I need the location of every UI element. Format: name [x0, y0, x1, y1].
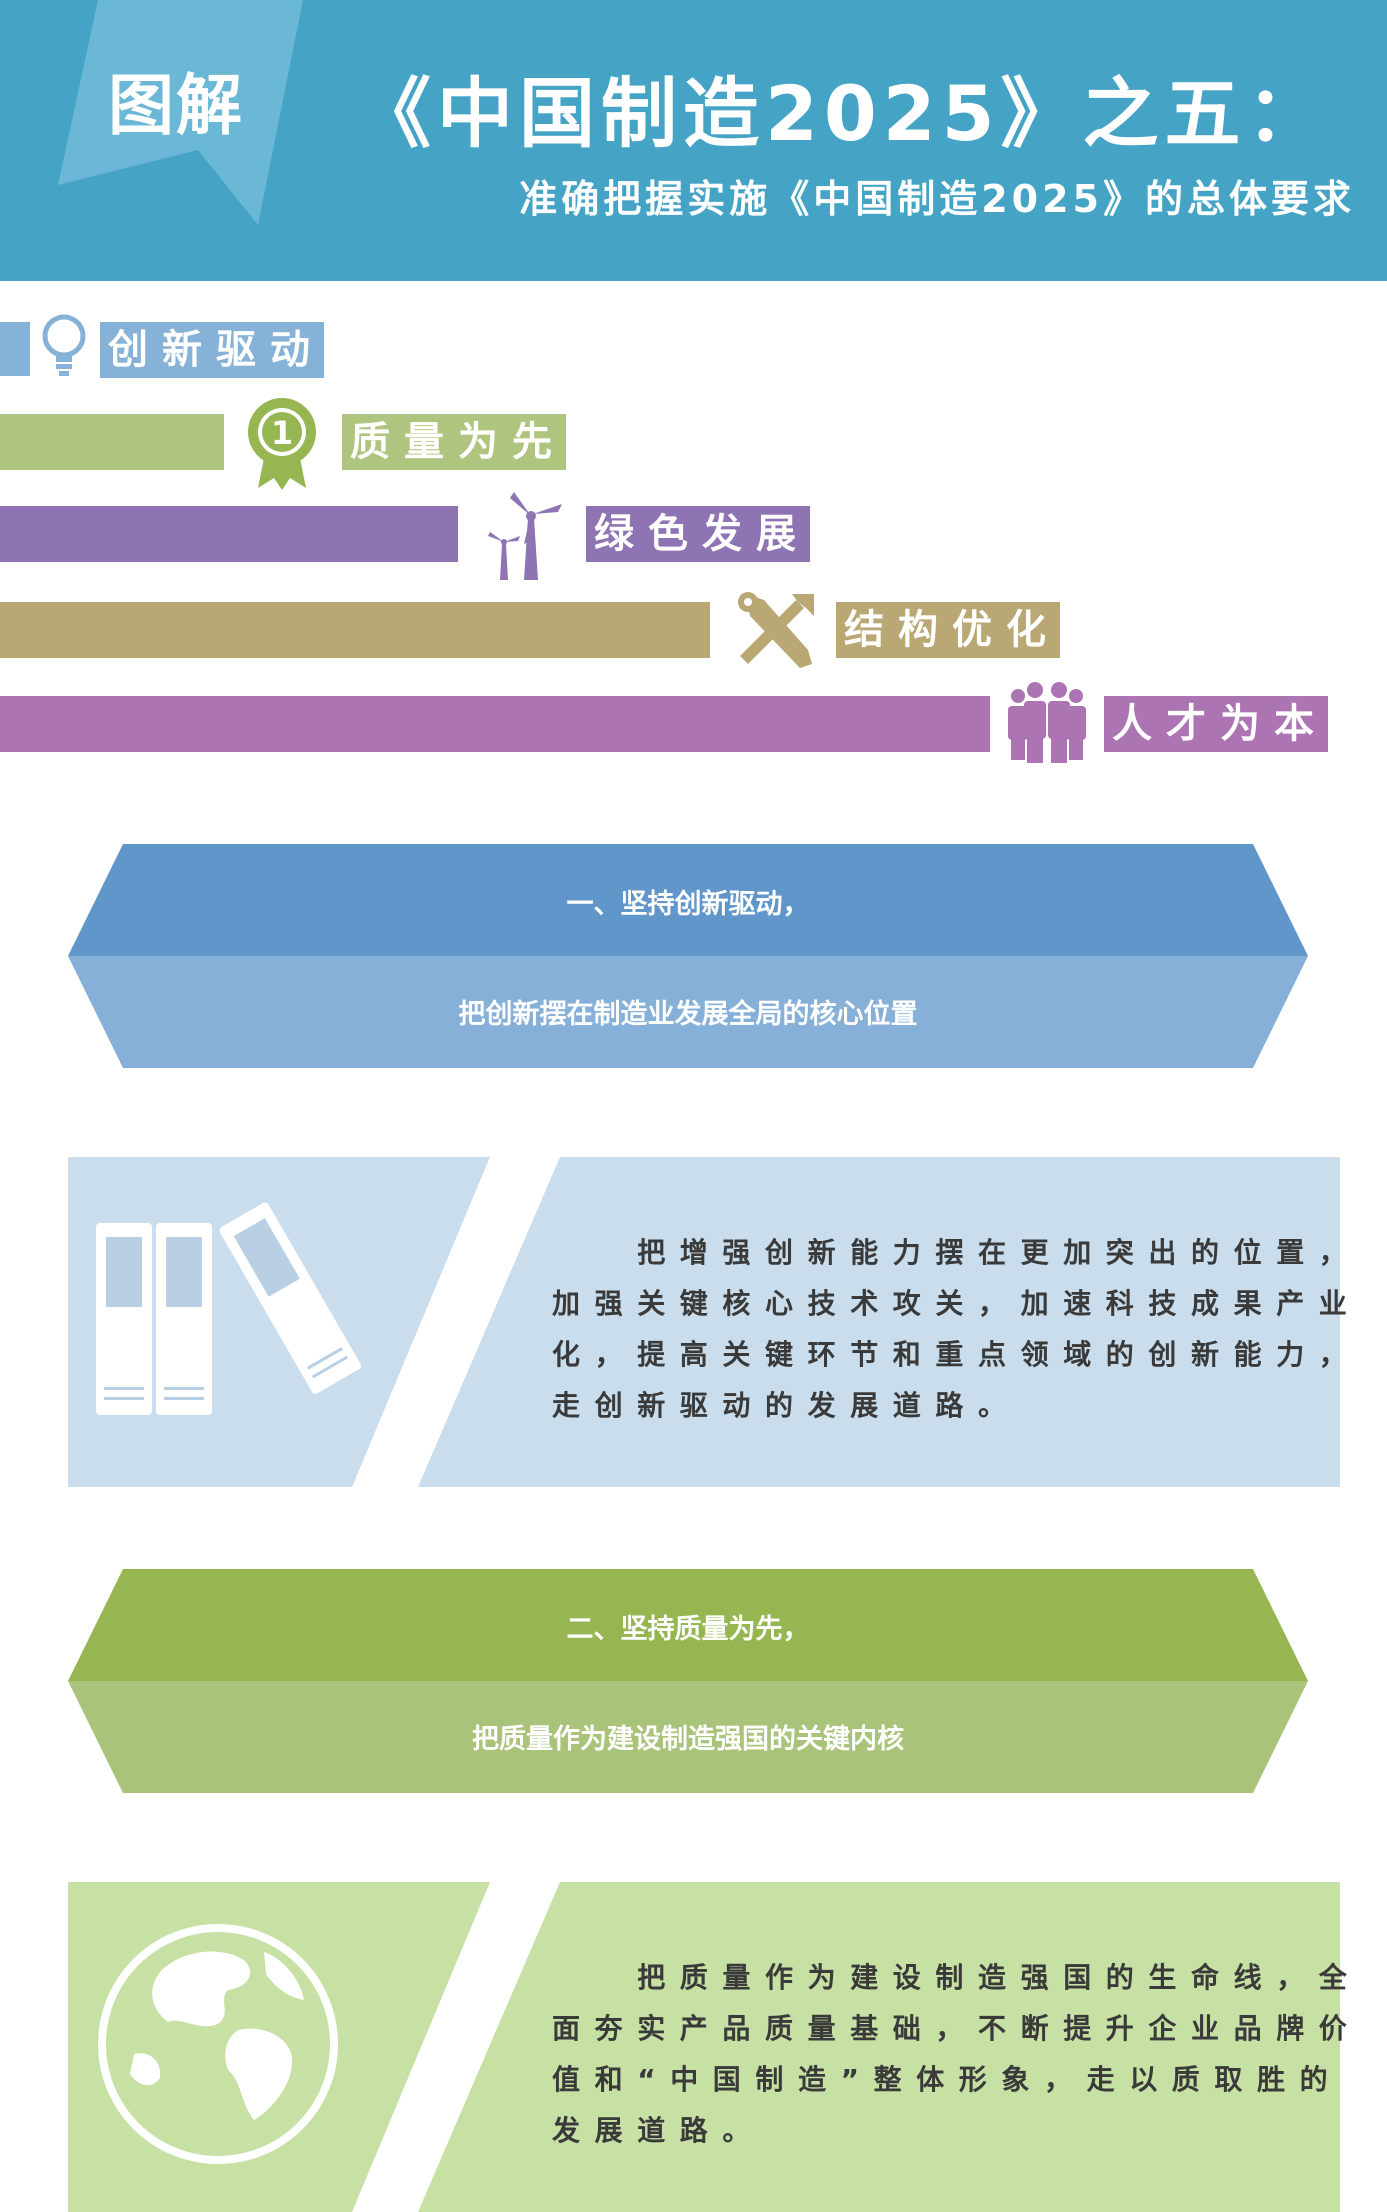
principle-bar-green: [0, 506, 458, 562]
books-icon: [96, 1202, 362, 1415]
principle-bar-quality: [0, 414, 224, 470]
section-title: 二、坚持质量为先，: [566, 1614, 810, 1645]
section-subtitle: 把创新摆在制造业发展全局的核心位置: [458, 999, 918, 1030]
wind-turbine-icon: [488, 492, 562, 580]
award-ribbon-icon: 1: [248, 398, 316, 490]
section-panel-quality: 把质量作为建设制造强国的生命线，全面夯实产品质量基础，不断提升企业品牌价值和“中…: [68, 1882, 1347, 2212]
principle-label-quality: 质量为先: [342, 414, 566, 470]
badge-label: 图解: [108, 67, 244, 144]
header-banner: 图解 《中国制造2025》之五： 准确把握实施《中国制造2025》的总体要求: [0, 0, 1387, 281]
wrench-screwdriver-icon: [738, 592, 814, 668]
section-body-text: 把质量作为建设制造强国的生命线，全面夯实产品质量基础，不断提升企业品牌价值和“中…: [552, 1961, 1362, 2147]
principle-bar-structure: [0, 602, 710, 658]
svg-text:1: 1: [271, 414, 293, 452]
principle-label-green: 绿色发展: [586, 506, 810, 562]
bookmark-ribbon-icon: [58, 0, 303, 225]
principle-bar-innovation: [0, 322, 30, 376]
section-subtitle: 把质量作为建设制造强国的关键内核: [472, 1724, 904, 1755]
lightbulb-icon: [42, 314, 86, 376]
section-banner-innovation: 一、坚持创新驱动， 把创新摆在制造业发展全局的核心位置: [68, 844, 1308, 1068]
section-title: 一、坚持创新驱动，: [566, 889, 810, 920]
section-banner-quality: 二、坚持质量为先， 把质量作为建设制造强国的关键内核: [68, 1569, 1308, 1793]
section-body-text: 把增强创新能力摆在更加突出的位置，加强关键核心技术攻关，加速科技成果产业化，提高…: [552, 1236, 1362, 1422]
principle-bar-talent: [0, 696, 990, 752]
principle-label-structure: 结构优化: [836, 602, 1060, 658]
people-group-icon: [1008, 682, 1086, 763]
page-subtitle: 准确把握实施《中国制造2025》的总体要求: [519, 177, 1355, 221]
section-panel-innovation: 把增强创新能力摆在更加突出的位置，加强关键核心技术攻关，加速科技成果产业化，提高…: [68, 1157, 1347, 1487]
principle-label-innovation: 创新驱动: [100, 322, 324, 378]
page-title: 《中国制造2025》之五：: [355, 69, 1329, 158]
principle-label-talent: 人才为本: [1104, 696, 1328, 752]
